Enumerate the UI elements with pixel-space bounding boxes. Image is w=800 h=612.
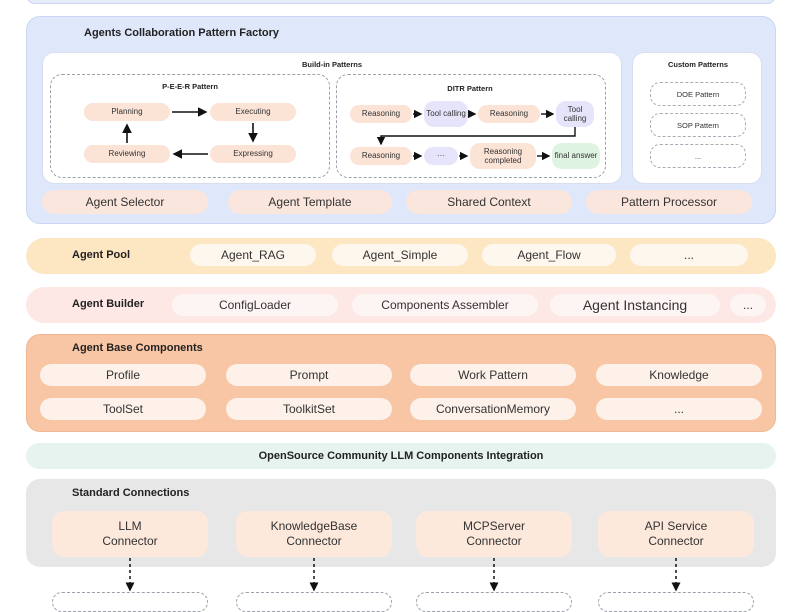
builder-item-config-loader: ConfigLoader — [172, 294, 338, 316]
shared-context: Shared Context — [406, 190, 572, 214]
ditr-pattern-title: DITR Pattern — [447, 84, 493, 93]
ditr-node-reasoning-3: Reasoning — [350, 147, 412, 165]
peer-pattern-title: P-E-E-R Pattern — [162, 82, 218, 91]
llm-components-integration-layer: OpenSource Community LLM Components Inte… — [26, 443, 776, 469]
ditr-node-reasoning-1: Reasoning — [350, 105, 412, 123]
agent-pool-title: Agent Pool — [72, 249, 131, 261]
base-item-more: ... — [596, 398, 762, 420]
ditr-node-reasoning-2: Reasoning — [478, 105, 540, 123]
custom-pattern-sop: SOP Pattern — [650, 113, 746, 137]
peer-node-planning: Planning — [84, 103, 170, 121]
knowledgebase-connector-line1: KnowledgeBase — [270, 519, 358, 533]
llm-connector-line1: LLM — [118, 519, 142, 533]
standard-connections-title: Standard Connections — [72, 487, 190, 499]
api-service-connector-line1: API Service — [644, 519, 708, 533]
base-item-knowledge: Knowledge — [596, 364, 762, 386]
builder-item-agent-instancing: Agent Instancing — [550, 294, 720, 316]
bottom-dashed-box-2 — [236, 592, 392, 612]
bottom-dashed-box-1 — [52, 592, 208, 612]
api-service-connector: API Service Connector — [598, 511, 754, 557]
peer-node-expressing: Expressing — [210, 145, 296, 163]
custom-pattern-doe: DOE Pattern — [650, 82, 746, 106]
mcpserver-connector: MCPServer Connector — [416, 511, 572, 557]
factory-title: Agents Collaboration Pattern Factory — [84, 27, 279, 39]
ditr-node-final-answer: final answer — [552, 143, 600, 169]
mcpserver-connector-line1: MCPServer — [462, 519, 525, 533]
custom-patterns-title: Custom Patterns — [667, 60, 728, 69]
top-layer-band — [26, 0, 776, 4]
agent-builder-title: Agent Builder — [72, 298, 145, 310]
llm-connector: LLM Connector — [52, 511, 208, 557]
llm-connector-line2: Connector — [102, 534, 158, 548]
pool-item-agent-flow: Agent_Flow — [482, 244, 616, 266]
base-item-prompt: Prompt — [226, 364, 392, 386]
bottom-dashed-box-3 — [416, 592, 572, 612]
pool-item-agent-simple: Agent_Simple — [332, 244, 468, 266]
agent-selector: Agent Selector — [42, 190, 208, 214]
base-item-work-pattern: Work Pattern — [410, 364, 576, 386]
pool-item-agent-rag: Agent_RAG — [190, 244, 316, 266]
knowledgebase-connector-line2: Connector — [286, 534, 342, 548]
ditr-node-tool-calling-1: Tool calling — [424, 101, 468, 127]
builder-item-more: ... — [730, 294, 766, 316]
mcpserver-connector-line2: Connector — [466, 534, 522, 548]
pattern-processor: Pattern Processor — [586, 190, 752, 214]
ditr-node-tool-calling-2: Tool calling — [556, 101, 594, 127]
peer-node-reviewing: Reviewing — [84, 145, 170, 163]
api-service-connector-line2: Connector — [648, 534, 704, 548]
base-item-profile: Profile — [40, 364, 206, 386]
base-item-toolset: ToolSet — [40, 398, 206, 420]
custom-pattern-more: ... — [650, 144, 746, 168]
agent-template: Agent Template — [228, 190, 392, 214]
agent-base-components-title: Agent Base Components — [72, 342, 203, 354]
bottom-dashed-box-4 — [598, 592, 754, 612]
integration-title: OpenSource Community LLM Components Inte… — [258, 450, 544, 462]
ditr-node-ellipsis: ··· — [424, 147, 458, 165]
base-item-conversation-memory: ConversationMemory — [410, 398, 576, 420]
builder-item-components-assembler: Components Assembler — [352, 294, 538, 316]
ditr-node-reasoning-completed: Reasoning completed — [470, 143, 536, 169]
knowledgebase-connector: KnowledgeBase Connector — [236, 511, 392, 557]
base-item-toolkitset: ToolkitSet — [226, 398, 392, 420]
pool-item-more: ... — [630, 244, 748, 266]
builtin-patterns-title: Build-in Patterns — [301, 60, 362, 69]
peer-node-executing: Executing — [210, 103, 296, 121]
